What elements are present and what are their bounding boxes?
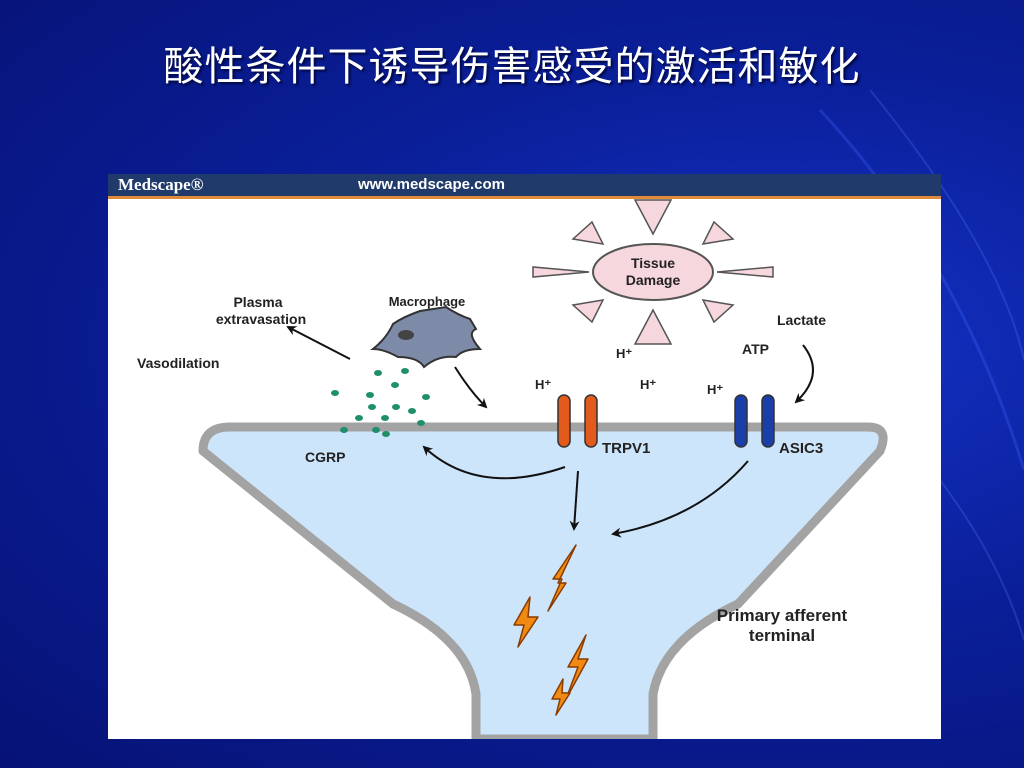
label-terminal: terminal bbox=[749, 626, 815, 645]
figure-url: www.medscape.com bbox=[358, 176, 505, 193]
macrophage-nucleus bbox=[398, 330, 414, 340]
label-extravasation: extravasation bbox=[216, 311, 306, 327]
label-asic3: ASIC3 bbox=[779, 440, 823, 457]
cgrp-particles bbox=[331, 368, 430, 437]
label-lactate: Lactate bbox=[777, 312, 826, 328]
asic3-channel bbox=[734, 394, 775, 448]
arrow-macrophage-to-terminal bbox=[454, 366, 488, 409]
figure-panel: Medscape® www.medscape.com bbox=[108, 174, 941, 739]
pathway-arrows bbox=[286, 326, 814, 538]
trpv1-channel bbox=[557, 394, 598, 448]
arrow-asic3-down bbox=[611, 460, 749, 538]
label-tissue: Tissue bbox=[631, 255, 675, 271]
arrow-trpv1-to-cgrp bbox=[422, 445, 566, 480]
label-cgrp: CGRP bbox=[305, 449, 345, 465]
label-damage: Damage bbox=[626, 272, 681, 288]
label-h-plus-middle: H⁺ bbox=[640, 377, 656, 392]
label-h-plus-asic3: H⁺ bbox=[707, 382, 723, 397]
label-trpv1: TRPV1 bbox=[602, 440, 650, 457]
tissue-damage-icon bbox=[532, 199, 774, 345]
figure-header: Medscape® www.medscape.com bbox=[108, 174, 941, 199]
action-potential-bolts bbox=[513, 544, 589, 716]
nociception-diagram: Tissue Damage Lactate ATP H⁺ H⁺ H⁺ H⁺ Pl… bbox=[137, 199, 888, 739]
slide-title: 酸性条件下诱导伤害感受的激活和敏化 bbox=[163, 44, 861, 90]
label-atp: ATP bbox=[742, 341, 769, 357]
macrophage-icon bbox=[370, 305, 483, 369]
medscape-logo: Medscape® bbox=[118, 175, 204, 194]
label-macrophage: Macrophage bbox=[389, 294, 466, 309]
arrow-atp-to-asic3 bbox=[794, 344, 814, 404]
label-primary-afferent: Primary afferent bbox=[717, 606, 848, 625]
label-h-plus-trpv1: H⁺ bbox=[535, 377, 551, 392]
label-vasodilation: Vasodilation bbox=[137, 355, 219, 371]
afferent-terminal-shape bbox=[198, 422, 888, 739]
arrow-cgrp-to-vasodilation bbox=[286, 326, 351, 360]
label-plasma: Plasma bbox=[233, 294, 282, 310]
label-h-plus-top: H⁺ bbox=[616, 346, 632, 361]
arrow-trpv1-down bbox=[569, 470, 580, 531]
